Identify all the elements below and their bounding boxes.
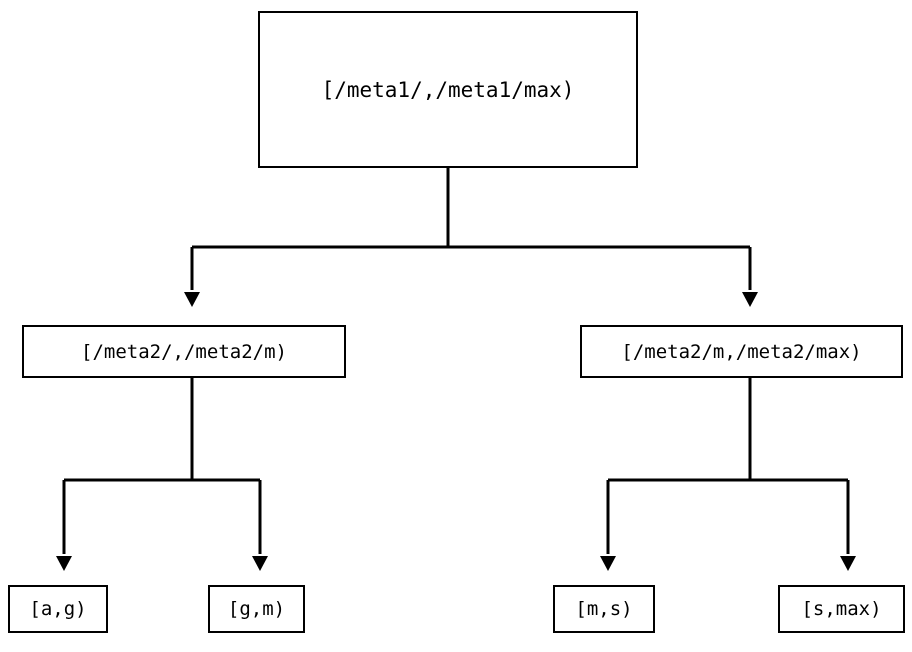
node-leaf-m-s[interactable]: [m,s) (553, 585, 655, 633)
node-leaf-s-max-label: [s,max) (801, 598, 882, 620)
arrowhead-to-mid-left (184, 292, 200, 307)
node-root[interactable]: [/meta1/,/meta1/max) (258, 11, 638, 168)
node-root-label: [/meta1/,/meta1/max) (321, 77, 575, 102)
node-leaf-s-max[interactable]: [s,max) (778, 585, 905, 633)
node-leaf-a-g[interactable]: [a,g) (8, 585, 108, 633)
arrowhead-to-mid-right (742, 292, 758, 307)
arrowhead-to-leaf-s-max (840, 556, 856, 571)
node-leaf-m-s-label: [m,s) (575, 598, 633, 620)
node-leaf-g-m[interactable]: [g,m) (208, 585, 305, 633)
arrowhead-to-leaf-a-g (56, 556, 72, 571)
node-mid-left[interactable]: [/meta2/,/meta2/m) (22, 325, 346, 378)
node-mid-right-label: [/meta2/m,/meta2/max) (621, 340, 862, 363)
node-mid-right[interactable]: [/meta2/m,/meta2/max) (580, 325, 903, 378)
node-mid-left-label: [/meta2/,/meta2/m) (81, 340, 287, 363)
arrowhead-to-leaf-m-s (600, 556, 616, 571)
arrowhead-to-leaf-g-m (252, 556, 268, 571)
node-leaf-g-m-label: [g,m) (227, 598, 286, 620)
node-leaf-a-g-label: [a,g) (29, 598, 87, 620)
